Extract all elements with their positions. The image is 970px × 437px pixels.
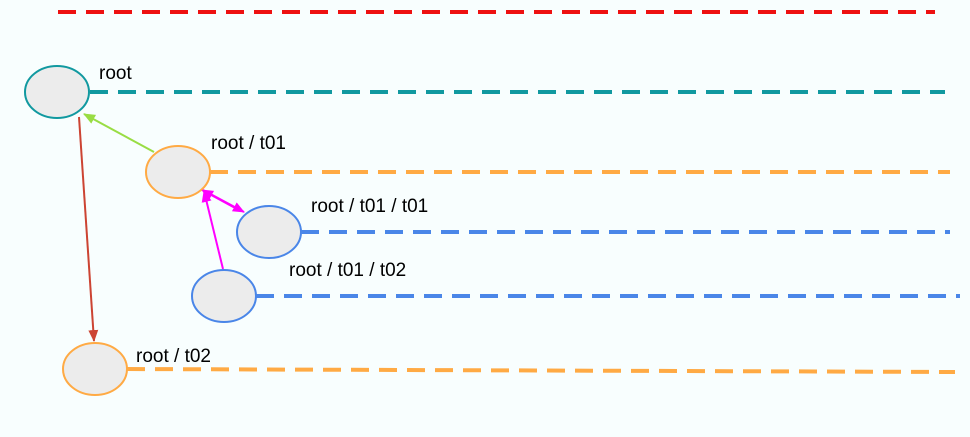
node-t02	[62, 342, 128, 396]
edge-t01-to-root	[83, 113, 155, 153]
label-t01-t01: root / t01 / t01	[311, 196, 428, 217]
node-root	[24, 65, 90, 119]
label-t01-t02: root / t01 / t02	[289, 260, 406, 281]
node-t01-t01	[236, 205, 302, 259]
node-t01	[145, 145, 211, 199]
label-root: root	[99, 63, 132, 84]
label-t01: root / t01	[211, 133, 286, 154]
edge-root-to-t02	[78, 116, 99, 342]
t02-dashed-line	[126, 367, 956, 374]
label-t02: root / t02	[136, 346, 211, 367]
node-t01-t02	[191, 269, 257, 323]
edge-t01-t02-to-t01	[201, 190, 224, 270]
